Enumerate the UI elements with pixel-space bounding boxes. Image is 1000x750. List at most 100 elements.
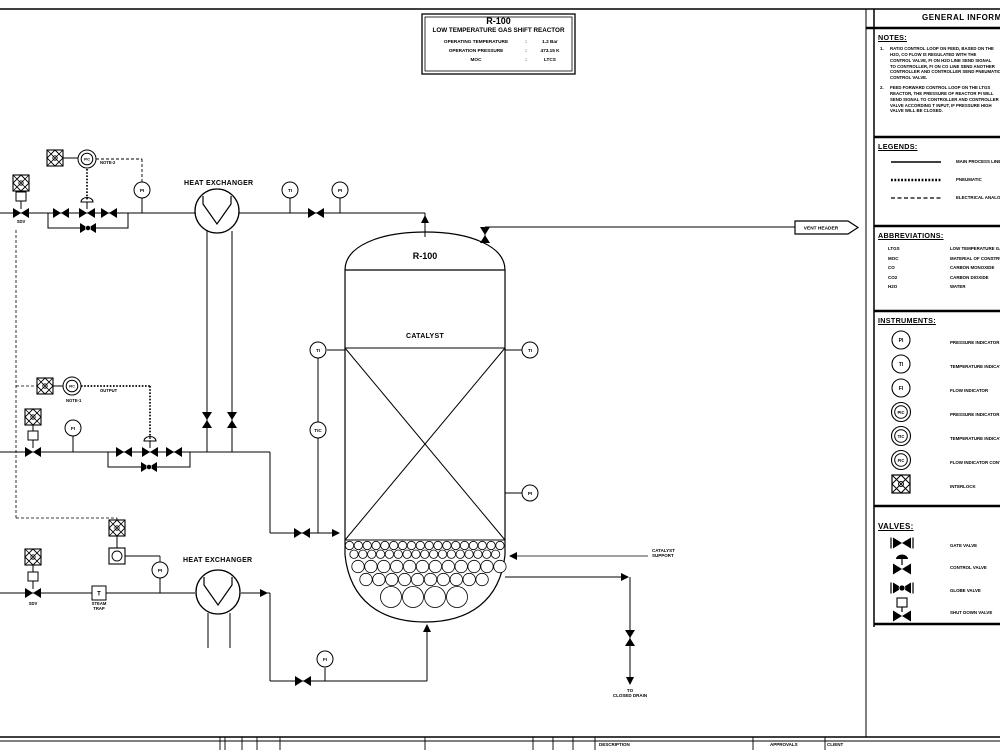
bubble-tic-reactor-left: TIC [309, 421, 327, 439]
pi-bubble-icon: PI [878, 329, 950, 356]
legend-row: PNEUMATIC [878, 172, 1000, 187]
hx-bottom-label: HEAT EXCHANGER [183, 557, 253, 564]
panel-header: GENERAL INFORMATION [922, 13, 1000, 22]
footer-client-label: CLIENT [827, 742, 844, 747]
globe-valve-icon [878, 580, 950, 601]
legends-section: LEGENDS: MAIN PROCESS LINE PNEUMATIC ELE… [878, 142, 1000, 205]
footer-cells [219, 737, 826, 750]
valves [13, 192, 635, 686]
steam-trap-label: STEAM TRAP [91, 601, 107, 611]
reactor-tag-label: R-100 [412, 251, 438, 261]
shutdown-valve-icon [878, 597, 950, 628]
instrument-row: PIC PRESSURE INDICATOR CONTROLLER [878, 401, 1000, 428]
ti-bubble-icon: TI [878, 353, 950, 380]
svg-text:TIC: TIC [898, 433, 905, 438]
note2-tag: NOTE-2 [100, 160, 116, 165]
process-lines [0, 198, 795, 682]
instrument-row: TIC TEMPERATURE INDICATOR CONTROLLER [878, 425, 1000, 452]
instrument-row: FI FLOW INDICATOR [878, 377, 1000, 404]
instruments-section: INSTRUMENTS: PI PRESSURE INDICATOR TI TE… [878, 316, 1000, 498]
interlock-icon [878, 473, 950, 500]
bubble-pi-feed: PI [133, 181, 151, 199]
titlebox-tag: R-100 [486, 16, 511, 26]
instruments-heading: INSTRUMENTS: [878, 316, 936, 325]
interlock-symbols [12, 149, 126, 566]
note-item: 1. RATIO CONTROL LOOP ON FEED, BASED ON … [880, 46, 1000, 81]
bubble-ti-reactor-right: TI [521, 341, 539, 359]
svg-text:PI: PI [528, 491, 532, 496]
output-tag: OUTPUT [100, 388, 118, 393]
notes-heading: NOTES: [878, 33, 907, 42]
sheet-border [0, 8, 1000, 742]
flow-arrows [260, 215, 634, 685]
svg-text:PI: PI [899, 338, 904, 344]
valve-row: GATE VALVE [878, 534, 1000, 557]
equipment-title-box [421, 13, 576, 75]
svg-text:FI: FI [323, 657, 327, 662]
valve-row: GLOBE VALVE [878, 579, 1000, 602]
legend-row: MAIN PROCESS LINE [878, 154, 1000, 169]
svg-text:TI: TI [316, 348, 320, 353]
abbreviations-heading: ABBREVIATIONS: [878, 231, 944, 240]
electrical-line-sample [891, 196, 941, 199]
footer-approvals-label: APPROVALS [770, 742, 798, 747]
bubble-pi-top: PI [331, 181, 349, 199]
sdv-top-label: SDV [16, 219, 26, 224]
catalyst-support-label: CATALYST SUPPORT [652, 548, 675, 559]
hx-top-label: HEAT EXCHANGER [184, 180, 254, 187]
catalyst-label: CATALYST [405, 333, 445, 340]
to-closed-drain-label: TO CLOSED DRAIN [612, 688, 648, 699]
relay-symbol [108, 547, 126, 565]
legend-row: ELECTRICAL ANALOG [878, 190, 1000, 205]
fi-bubble-icon: FI [878, 377, 950, 404]
main-process-line-sample [891, 160, 941, 163]
instrument-row: TI TEMPERATURE INDICATOR [878, 353, 1000, 380]
svg-text:TI: TI [288, 188, 292, 193]
bubble-fi-bottom: FI [316, 650, 334, 668]
instrument-row: PI PRESSURE INDICATOR [878, 329, 1000, 356]
support-leader-arrow [509, 552, 517, 560]
bubble-pi-reactor-right: PI [521, 484, 539, 502]
spec-row: OPERATING TEMPERATURE:1.2 Bar [443, 39, 558, 44]
notes-section: NOTES: 1. RATIO CONTROL LOOP ON FEED, BA… [878, 33, 1000, 114]
footer-description-label: DESCRIPTION [599, 742, 630, 747]
valve-row: CONTROL VALVE [878, 554, 1000, 580]
svg-text:FI: FI [899, 386, 904, 392]
heat-exchanger-bottom-symbol [195, 569, 241, 615]
instrument-row: INTERLOCK [878, 473, 1000, 500]
panel-separators [866, 26, 1000, 626]
catalyst-support-balls [344, 540, 507, 608]
reactor-vessel [344, 231, 506, 623]
bubble-pi-bottom: PI [151, 561, 169, 579]
bubble-fic: FIC [62, 376, 82, 396]
signal-lines [15, 157, 648, 580]
svg-text:TI: TI [899, 362, 904, 368]
svg-text:FIC: FIC [898, 457, 905, 462]
spec-row: MOC:LTCS [470, 56, 556, 62]
titlebox-spec-rows: OPERATING TEMPERATURE:1.2 Bar OPERATION … [430, 38, 570, 65]
valves-heading: VALVES: [878, 522, 914, 531]
spec-row: OPERATION PRESSURE:473.15 K [448, 47, 560, 53]
valves-section: VALVES: GATE VALVE CONTROL VALVE GLOBE V… [878, 522, 1000, 624]
valve-row: SHUT DOWN VALVE [878, 597, 1000, 625]
instrument-bubbles: PI TI PI PIC FIC FI TI TIC TI PI PI FI [62, 149, 539, 668]
svg-text:T: T [97, 592, 101, 598]
legends-heading: LEGENDS: [878, 142, 918, 151]
svg-text:PIC: PIC [84, 158, 90, 162]
bubble-ti-top: TI [281, 181, 299, 199]
note-item: 2. FEED FORWARD CONTROL LOOP ON THE LTGS… [880, 85, 999, 114]
tic-bubble-icon: TIC [878, 425, 950, 452]
gate-valve-icon [878, 535, 950, 556]
heat-exchanger-top-symbol [194, 188, 240, 234]
note1-tag: NOTE-1 [66, 398, 82, 403]
pic-bubble-icon: PIC [878, 401, 950, 428]
titlebox-name: LOW TEMPERATURE GAS SHIFT REACTOR [432, 27, 565, 34]
svg-text:TIC: TIC [314, 428, 322, 433]
